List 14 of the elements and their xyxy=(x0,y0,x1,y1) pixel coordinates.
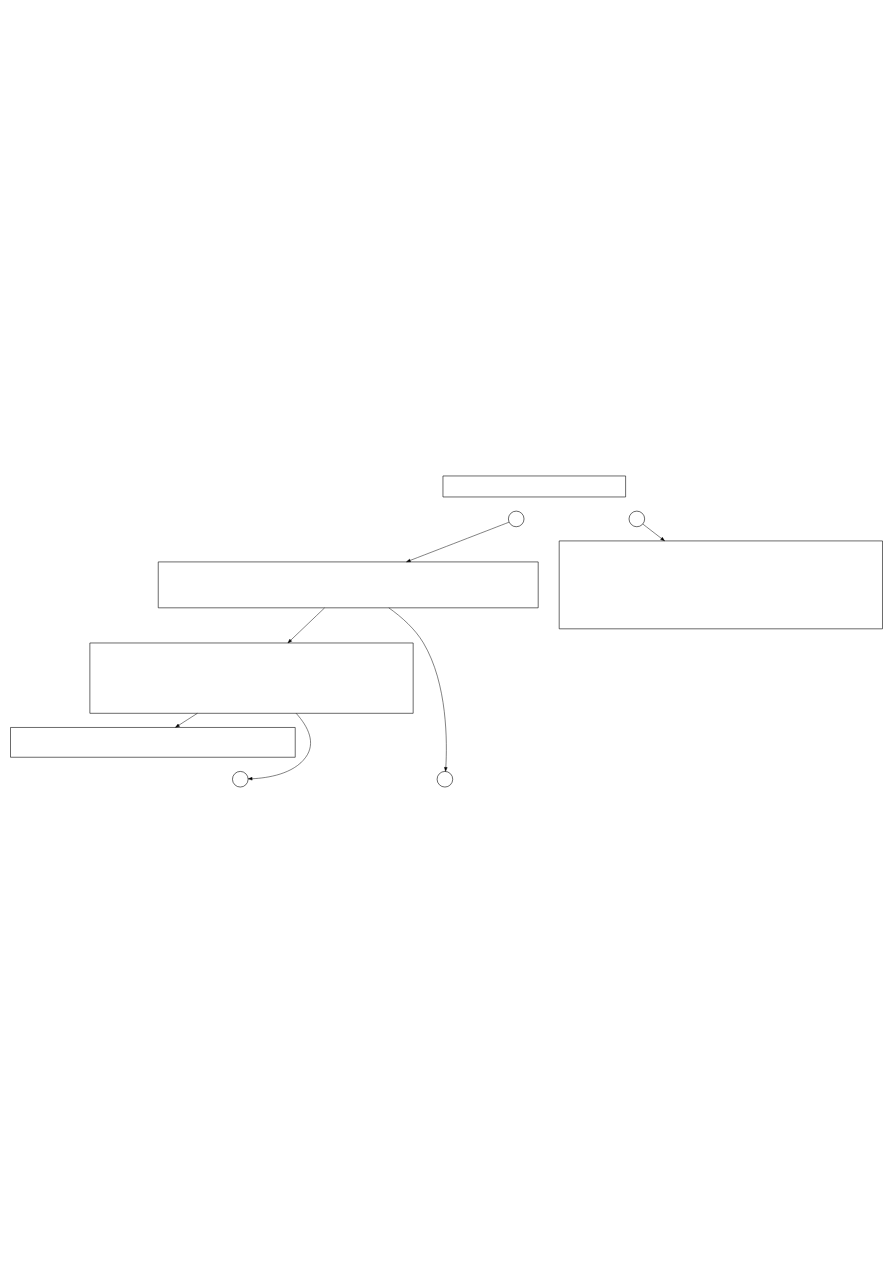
node-box xyxy=(442,475,626,498)
node-box xyxy=(10,727,296,758)
node-circle xyxy=(508,510,525,528)
node-box xyxy=(89,642,414,714)
node-box xyxy=(157,561,539,609)
node-circle xyxy=(628,510,645,528)
arrow xyxy=(388,607,448,772)
arrow xyxy=(406,521,510,563)
arrow xyxy=(642,523,665,542)
arrow xyxy=(175,713,198,728)
node-circle xyxy=(436,771,454,788)
node-box xyxy=(558,540,883,630)
node-circle xyxy=(232,771,249,788)
arrow xyxy=(287,607,325,644)
